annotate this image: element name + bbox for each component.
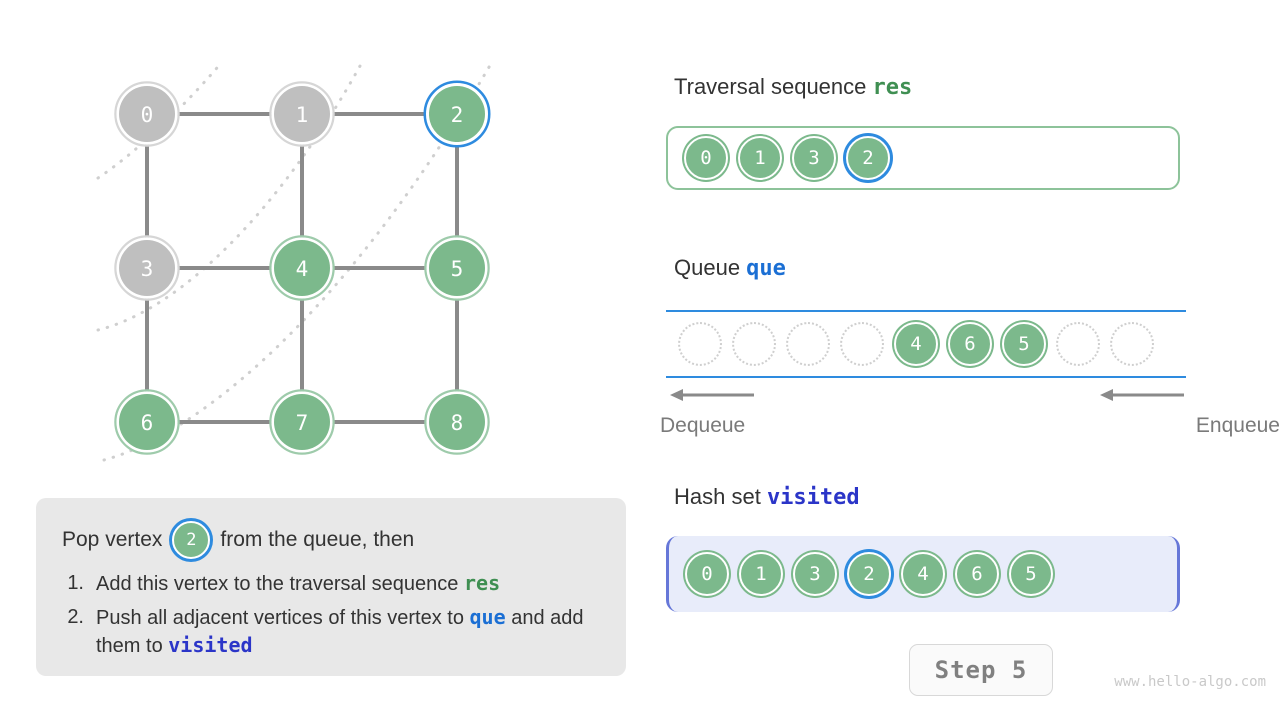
- graph-node-label: 2: [451, 103, 464, 127]
- dequeue-label: Dequeue: [660, 414, 746, 437]
- res-item: 3: [792, 136, 836, 180]
- step-badge: Step 5: [909, 644, 1053, 696]
- queue-empty-slot: [1056, 322, 1100, 366]
- graph-panel: 0 1 2 3 4 5 6 7 8: [0, 0, 620, 500]
- instruction-lead-after: from the queue, then: [220, 528, 415, 551]
- queue-item: 6: [948, 322, 992, 366]
- instruction-headline: Pop vertex 2 from the queue, then: [62, 520, 600, 560]
- watermark: www.hello-algo.com: [1114, 674, 1266, 690]
- visited-item: 4: [901, 552, 945, 596]
- text-fragment: Add this vertex to the traversal sequenc…: [96, 573, 464, 595]
- instruction-step-text: Push all adjacent vertices of this verte…: [96, 604, 600, 660]
- res-item: 0: [684, 136, 728, 180]
- graph-node-label: 1: [296, 103, 309, 127]
- graph-node-label: 7: [296, 411, 309, 435]
- res-item: 1: [738, 136, 782, 180]
- queue-arrows: [666, 382, 1186, 408]
- visited-title-var: visited: [766, 485, 860, 510]
- res-section-title: Traversal sequence res: [674, 74, 912, 100]
- instruction-step-number: 1.: [67, 572, 84, 594]
- graph-node-1[interactable]: 1: [269, 81, 335, 147]
- instruction-panel: Pop vertex 2 from the queue, then 1. Add …: [36, 498, 626, 676]
- graph-node-3[interactable]: 3: [114, 235, 180, 301]
- visited-section-title: Hash set visited: [674, 484, 860, 510]
- queue-section-title: Queue que: [674, 255, 786, 281]
- graph-node-7[interactable]: 7: [269, 389, 335, 455]
- queue-title-text: Queue: [674, 255, 747, 280]
- visited-item: 6: [955, 552, 999, 596]
- instruction-step: 2. Push all adjacent vertices of this ver…: [62, 604, 600, 660]
- graph-svg: 0 1 2 3 4 5 6 7 8: [96, 60, 494, 462]
- visited-item: 3: [793, 552, 837, 596]
- enqueue-label: Enqueue: [1195, 414, 1280, 437]
- graph-node-6[interactable]: 6: [114, 389, 180, 455]
- visited-item: 0: [685, 552, 729, 596]
- instruction-step-text: Add this vertex to the traversal sequenc…: [96, 570, 600, 598]
- instruction-vertex-token: 2: [172, 521, 211, 559]
- res-item: 2: [846, 136, 890, 180]
- visited-item: 1: [739, 552, 783, 596]
- text-fragment: and add them to: [96, 607, 584, 657]
- graph-node-8[interactable]: 8: [424, 389, 490, 455]
- dequeue-arrow-icon: [670, 389, 754, 401]
- code-token: visited: [168, 633, 253, 657]
- res-title-var: res: [872, 75, 913, 100]
- enqueue-arrow-icon: [1100, 389, 1184, 401]
- graph-node-label: 5: [451, 257, 464, 281]
- graph-node-label: 4: [296, 257, 309, 281]
- graph-node-4[interactable]: 4: [269, 235, 335, 301]
- queue-empty-slot: [1110, 322, 1154, 366]
- queue-empty-slot: [732, 322, 776, 366]
- queue-title-var: que: [746, 256, 786, 281]
- instruction-lead-before: Pop vertex: [62, 528, 163, 551]
- graph-node-2[interactable]: 2: [423, 80, 491, 148]
- graph-node-label: 6: [141, 411, 154, 435]
- text-fragment: Push all adjacent vertices of this verte…: [96, 607, 470, 629]
- code-token: que: [469, 605, 506, 629]
- graph-node-label: 3: [141, 257, 154, 281]
- instruction-step: 1. Add this vertex to the traversal seque…: [62, 570, 600, 598]
- queue-item: 5: [1002, 322, 1046, 366]
- graph-node-5[interactable]: 5: [424, 235, 490, 301]
- graph-node-0[interactable]: 0: [114, 81, 180, 147]
- res-title-text: Traversal sequence: [674, 74, 873, 99]
- queue-empty-slot: [786, 322, 830, 366]
- visited-item: 2: [847, 552, 891, 596]
- visited-title-text: Hash set: [674, 484, 767, 509]
- queue-empty-slot: [840, 322, 884, 366]
- instruction-step-list: 1. Add this vertex to the traversal seque…: [62, 570, 600, 660]
- queue-item: 4: [894, 322, 938, 366]
- instruction-step-number: 2.: [67, 606, 84, 628]
- graph-node-label: 8: [451, 411, 464, 435]
- code-token: res: [463, 571, 501, 595]
- visited-item: 5: [1009, 552, 1053, 596]
- graph-node-label: 0: [141, 103, 154, 127]
- queue-empty-slot: [678, 322, 722, 366]
